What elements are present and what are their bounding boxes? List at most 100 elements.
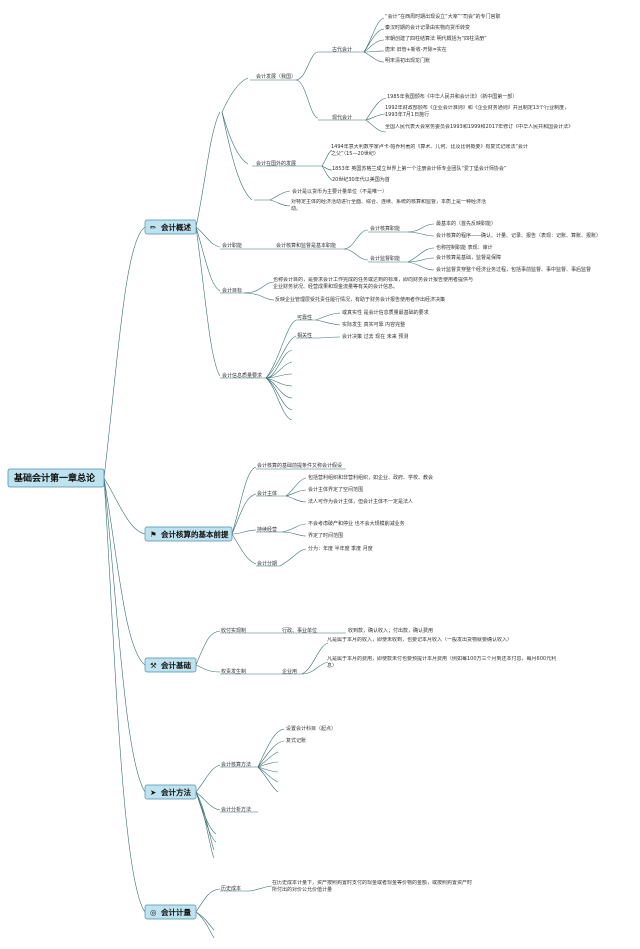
topic-period[interactable]: 会计分期: [257, 560, 277, 567]
mind-map-connectors: [103, 17, 435, 939]
leaf-text: 1985年我国颁布《中华人民共和会计法》（新中国第一部）: [387, 93, 517, 100]
topic-dev[interactable]: 会计发展（我国）: [256, 73, 296, 80]
root-node[interactable]: 基础会计第一章总论: [7, 468, 105, 488]
leaf-wrap: 1992年财政部颁布《企业会计准则》和《企业财务通则》并且制定13个行业制度，1…: [385, 105, 569, 118]
connector: [231, 466, 257, 535]
connector: [243, 281, 275, 294]
section-basis-topics: 收付实现制 行政、事业单位 收到款，确认收入；付出款，确认费用 权责发生制 企业…: [221, 627, 556, 675]
leaf-wrap: 凡是属于本月的费用，即使款未付也要预提计本月费用（例如每100万三个月到还本付息…: [327, 656, 556, 669]
topic-function[interactable]: 会计职能: [222, 242, 242, 249]
connector: [265, 377, 293, 411]
connector: [103, 477, 146, 666]
topic-foreign[interactable]: 会计在国外的发展: [256, 160, 296, 167]
topic-entity[interactable]: 会计主体: [257, 490, 277, 497]
connector: [231, 533, 257, 565]
leaf-text: 分为：年度 半年度 季度 月度: [308, 545, 373, 552]
topic-cash-basis[interactable]: 收付实现制: [221, 627, 246, 634]
connector: [295, 79, 319, 119]
connector: [195, 911, 215, 931]
leaf-text: “会计”在西周时期出现设立“大宰”“司会”的专门官职: [385, 13, 501, 20]
section-label: 会计概述: [161, 222, 191, 232]
topic-analysis-method[interactable]: 会计分析方法: [221, 806, 251, 813]
connector: [281, 523, 307, 533]
connector: [321, 149, 333, 167]
section-node-measurement[interactable]: ◎ 会计计量: [144, 904, 197, 920]
connector: [301, 661, 329, 675]
section-overview-topics: 会计发展（我国） 古代会计 “会计”在西周时期出现设立“大宰”“司会”的专门官职…: [222, 13, 601, 379]
connector: [407, 261, 435, 271]
section-box: [144, 526, 233, 542]
connector: [103, 226, 146, 479]
flag-icon: ⚑: [150, 530, 157, 539]
leaf-text: 会计核算是基础，监督是保障: [436, 254, 501, 261]
connector: [247, 885, 273, 892]
leaf-text: 全国人民代表大会常务委员会1993和1999和2017年修订《中华人民共和国会计…: [385, 124, 574, 130]
leaf-text: 会计决策 过去 现在 未来 预测: [342, 333, 408, 340]
section-node-premise[interactable]: ⚑ 会计核算的基本前提: [144, 526, 233, 542]
leaf-wrap: 凡是属于本月的收入，即使未收到，也要记本月收入（一般发出货物就要确认收入）: [327, 637, 513, 643]
section-label: 会计基础: [161, 660, 191, 670]
section-node-basis[interactable]: ⚒ 会计基础: [144, 657, 197, 673]
leaf-text: 会计监督贯穿整个经济业务过程，包括事前监督、事中监督、事后监督: [436, 266, 591, 273]
connector: [195, 791, 215, 851]
section-node-methods[interactable]: ➤ 会计方法: [144, 784, 197, 800]
connector: [279, 548, 307, 567]
topic-accrual-basis[interactable]: 权责发生制: [221, 668, 246, 675]
connector: [195, 791, 221, 811]
connector: [407, 257, 435, 263]
connector: [281, 531, 307, 537]
connector: [221, 111, 249, 165]
topic-reliability[interactable]: 可靠性: [297, 314, 312, 321]
leaf-text: 20世纪30年代以美国为首: [332, 176, 390, 183]
topic-going-concern[interactable]: 持续经营: [257, 526, 277, 533]
leaf-text: 也称会计目的，是要求会计工作完成的任务或达到的标准，即向财务会计报告使用者提供与…: [273, 277, 473, 290]
connector: [195, 226, 221, 377]
connector: [363, 39, 385, 53]
root-box: [7, 468, 105, 488]
topic-historical-cost[interactable]: 历史成本: [221, 885, 241, 892]
connector: [265, 377, 293, 421]
section-node-overview[interactable]: ✏ 会计概述: [144, 219, 197, 235]
topic-function-basic[interactable]: 会计核算和监督是基本职能: [276, 242, 336, 249]
connector: [321, 165, 333, 181]
section-label: 会计核算的基本前提: [161, 529, 229, 539]
section-methods-topics: 会计核算方法 设置会计科目（起点） 复式记账 会计分析方法: [221, 725, 336, 813]
leaf-text: 对特定主体的经济活动进行全面、综合、连续、系统的核算和监督，本质上是一种经济活动…: [291, 199, 487, 212]
topic-modern[interactable]: 现代会计: [332, 114, 352, 121]
target-icon: ◎: [150, 908, 157, 917]
connector: [315, 336, 341, 339]
topic-ancient[interactable]: 古代会计: [332, 46, 352, 53]
section-measurement-topics: 历史成本 在历史成本计量下，资产按照购置时支付的现金或者现金等价物的金额，或按照…: [221, 880, 472, 893]
topic-calc-function[interactable]: 会计核算职能: [370, 225, 400, 232]
connector: [195, 791, 217, 843]
leaf-wrap: 1494年意大利数学家卢卡·帕乔利著的《算术、几何、比及比例概要》有复式记账法“…: [331, 144, 528, 157]
leaf-text: 会计主体界定了空间范围: [308, 486, 363, 493]
leaf-text: 1853年 英国苏格兰成立世界上第一个注册会计师专业团队“爱丁堡会计师协会”: [332, 165, 507, 172]
connector: [195, 664, 221, 673]
connector: [265, 373, 293, 379]
connector: [285, 495, 307, 503]
connector: [195, 226, 221, 292]
connector: [315, 312, 341, 321]
leaf-text: 在历史成本计量下，资产按照购置时支付的现金或者现金等价物的金额，或按照购置资产时…: [272, 880, 472, 893]
leaf-text: 或真实性 是会计信息质量最基础的要求: [342, 309, 429, 316]
topic-goal[interactable]: 会计目标: [222, 287, 242, 294]
topic-calc-method[interactable]: 会计核算方法: [221, 761, 251, 768]
topic-supervision-function[interactable]: 会计监督职能: [370, 255, 400, 262]
leaf-text: 包括营利组织和非营利组织，如企业、政府、学校、教会: [308, 474, 433, 481]
topic-relevance[interactable]: 相关性: [297, 332, 312, 339]
connector: [257, 766, 279, 793]
connector: [257, 766, 279, 773]
connector: [195, 226, 221, 248]
connector: [365, 119, 387, 133]
leaf-text: 凡是属于本月的收入，即使未收到，也要记本月收入（一般发出货物就要确认收入）: [327, 637, 513, 643]
connector: [195, 764, 221, 793]
section-label: 会计方法: [161, 787, 191, 797]
connector: [221, 111, 253, 201]
leaf-wrap: 全国人民代表大会常务委员会1993和1999和2017年修订《中华人民共和国会计…: [385, 124, 574, 130]
topic-quality[interactable]: 会计信息质量要求: [222, 372, 262, 379]
leaf-text: 反映企业管理层受托责任履行情况，有助于财务会计报告使用者作出经济决策: [275, 296, 445, 303]
connector: [103, 477, 146, 793]
connector: [195, 630, 221, 666]
